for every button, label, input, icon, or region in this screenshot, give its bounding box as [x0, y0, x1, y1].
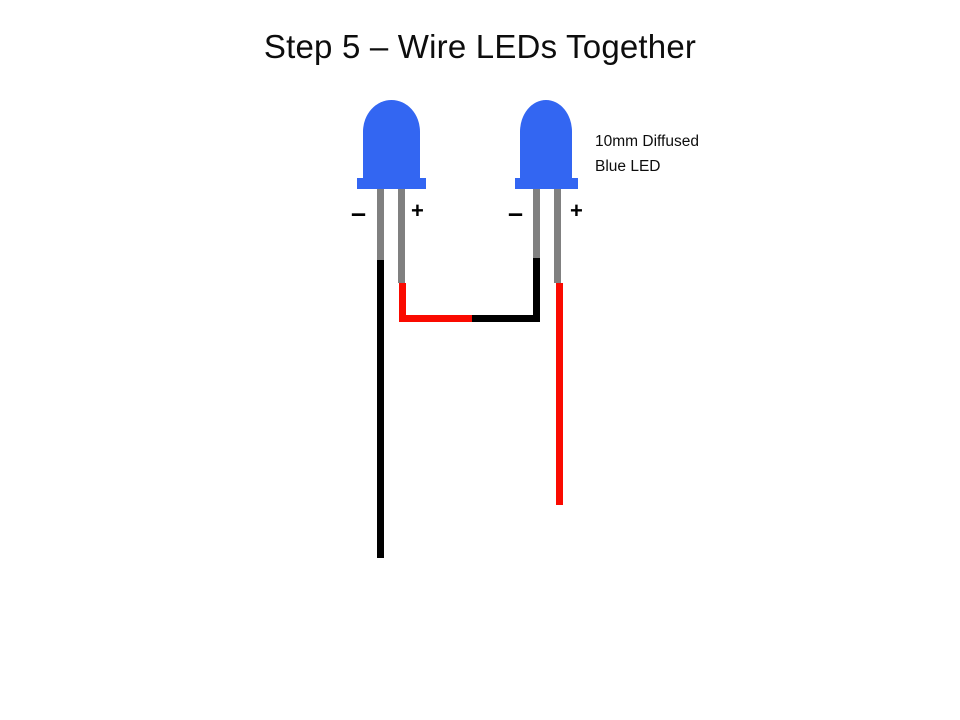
right-positive-red-wire-segment-0 [556, 283, 563, 505]
right-led-plus-label: + [570, 198, 583, 223]
right-led-anode-leg [554, 189, 561, 283]
left-led-plus-label: + [411, 198, 424, 223]
right-led-cathode-leg [533, 189, 540, 258]
series-link-red-segment-segment-0 [399, 283, 406, 322]
left-led-anode-leg [398, 189, 405, 283]
right-led-dome [520, 100, 572, 188]
left-negative-black-wire-segment-0 [377, 260, 384, 558]
left-led-minus-label: – [351, 198, 367, 228]
series-link-black-segment-segment-1 [472, 315, 540, 322]
led-callout-label: 10mm Diffused Blue LED [595, 133, 699, 175]
left-led-dome [363, 100, 420, 188]
left-led-cathode-leg [377, 189, 384, 260]
page-title: Step 5 – Wire LEDs Together [263, 28, 697, 65]
left-led-flange [357, 178, 426, 189]
right-led-flange [515, 178, 578, 189]
series-link-red-segment-segment-1 [399, 315, 472, 322]
series-link-black-segment-segment-0 [533, 258, 540, 322]
right-led-minus-label: – [508, 198, 524, 228]
